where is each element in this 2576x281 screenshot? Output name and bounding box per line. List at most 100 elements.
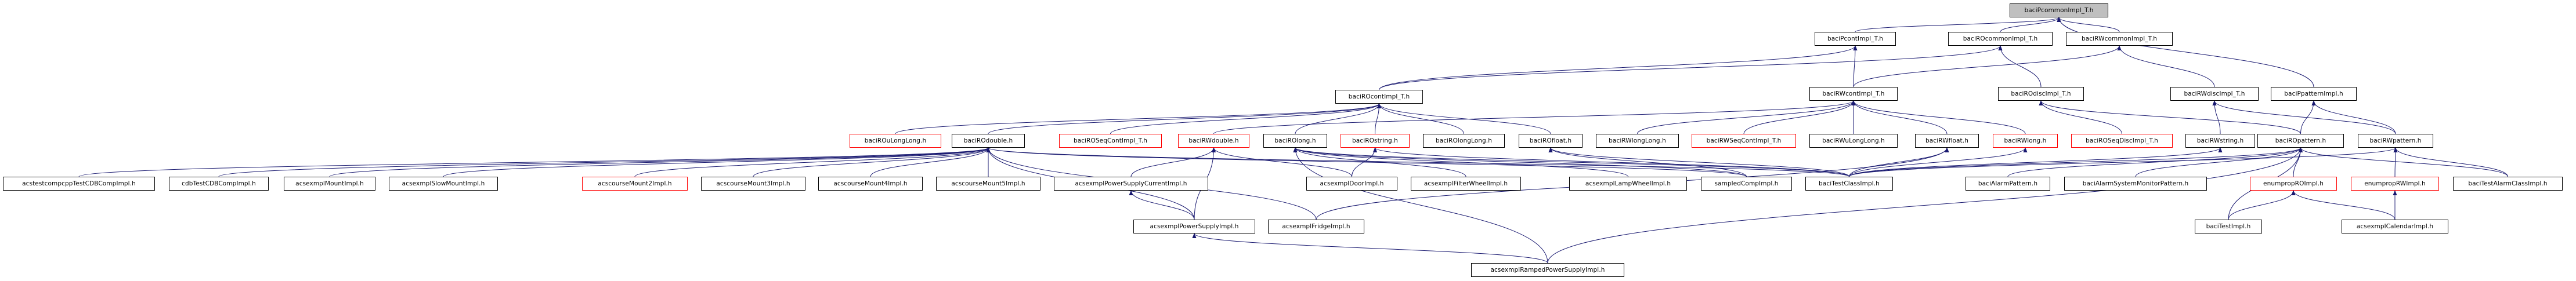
- node-acsexmplCalendarImpl[interactable]: acsexmplCalendarImpl.h: [2342, 220, 2448, 233]
- node-baciRWstring[interactable]: baciRWstring.h: [2185, 134, 2255, 148]
- node-cdbTestCDBCompImpl[interactable]: cdbTestCDBCompImpl.h: [169, 177, 269, 191]
- node-baciAlarmPattern[interactable]: baciAlarmPattern.h: [1966, 177, 2050, 191]
- include-edge-n8-to-n3: [2117, 45, 2215, 87]
- include-edge-n49-to-n13: [1293, 147, 1548, 264]
- node-acsexmplFridgeImpl[interactable]: acsexmplFridgeImpl.h: [1268, 220, 1364, 233]
- include-edge-n3-to-n0: [2057, 17, 2120, 32]
- node-baciTestImpl[interactable]: baciTestImpl.h: [2195, 220, 2262, 233]
- node-acsexmplPowerSupplyCurrentImpl[interactable]: acsexmplPowerSupplyCurrentImpl.h: [1054, 177, 1208, 191]
- node-baciROpattern[interactable]: baciROpattern.h: [2257, 134, 2344, 148]
- include-edge-n40-to-n24: [2007, 147, 2303, 177]
- include-edge-n27-to-n10: [218, 147, 991, 177]
- node-baciRWSeqContImpl_T[interactable]: baciRWSeqContImpl_T.h: [1692, 134, 1796, 148]
- node-acscourseMount2Impl[interactable]: acscourseMount2Impl.h: [582, 177, 688, 191]
- include-edge-n20-to-n6: [1851, 100, 1948, 134]
- node-acsexmplMountImpl[interactable]: acsexmplMountImpl.h: [284, 177, 375, 191]
- include-edge-n47-to-n42: [2228, 190, 2296, 220]
- node-acsexmplLampWheelImpl[interactable]: acsexmplLampWheelImpl.h: [1569, 177, 1687, 191]
- node-baciRWdiscImpl_T[interactable]: baciRWdiscImpl_T.h: [2170, 87, 2259, 101]
- include-edge-n14-to-n5: [1375, 103, 1382, 134]
- node-sampledCompImpl[interactable]: sampledCompImpl.h: [1701, 177, 1792, 191]
- node-baciROlong[interactable]: baciROlong.h: [1263, 134, 1327, 148]
- node-baciROuLongLong[interactable]: baciROuLongLong.h: [850, 134, 941, 148]
- node-baciROstring[interactable]: baciROstring.h: [1341, 134, 1410, 148]
- include-edge-n12-to-n6: [1213, 100, 1856, 134]
- node-acscourseMount5Impl[interactable]: acscourseMount5Impl.h: [936, 177, 1040, 191]
- include-edge-n35-to-n12: [1211, 147, 1352, 177]
- node-acsexmplFilterWheelImpl[interactable]: acsexmplFilterWheelImpl.h: [1411, 177, 1521, 191]
- node-baciPcommonImpl_T: baciPcommonImpl_T.h: [2010, 3, 2108, 17]
- include-edge-n38-to-n16: [1548, 147, 1747, 177]
- node-baciRWfloat[interactable]: baciRWfloat.h: [1915, 134, 1979, 148]
- include-edge-n44-to-n24: [2299, 147, 2508, 177]
- include-edge-n23-to-n8: [2212, 100, 2221, 134]
- node-baciAlarmSystemMonitorPattern[interactable]: baciAlarmSystemMonitorPattern.h: [2064, 177, 2207, 191]
- include-edge-n21-to-n6: [1851, 100, 2026, 134]
- node-baciROdouble[interactable]: baciROdouble.h: [952, 134, 1025, 148]
- include-edge-n39-to-n10: [986, 147, 1849, 177]
- node-baciROSeqContImpl_T[interactable]: baciROSeqContImpl_T.h: [1059, 134, 1162, 148]
- include-edge-n29-to-n10: [443, 147, 991, 177]
- node-baciRWlongLong[interactable]: baciRWlongLong.h: [1596, 134, 1679, 148]
- include-edge-n49-to-n45: [1192, 233, 1548, 264]
- include-edge-n30-to-n10: [634, 147, 991, 177]
- include-edge-n16-to-n5: [1376, 103, 1551, 134]
- node-baciROlongLong[interactable]: baciROlongLong.h: [1423, 134, 1505, 148]
- node-baciTestClassImpl[interactable]: baciTestClassImpl.h: [1805, 177, 1893, 191]
- include-edge-n31-to-n10: [753, 147, 991, 177]
- node-baciTestAlarmClassImpl[interactable]: baciTestAlarmClassImpl.h: [2453, 177, 2563, 191]
- node-baciROSeqDiscImpl_T[interactable]: baciROSeqDiscImpl_T.h: [2071, 134, 2173, 148]
- include-edge-n39-to-n13: [1293, 147, 1849, 177]
- include-edge-n45-to-n34: [1129, 190, 1195, 220]
- include-edge-n6-to-n3: [1853, 45, 2122, 87]
- include-edge-n26-to-n10: [78, 147, 991, 177]
- include-edge-n1-to-n0: [1855, 17, 2061, 32]
- node-acsexmplDoorImpl[interactable]: acsexmplDoorImpl.h: [1306, 177, 1397, 191]
- node-baciRWlong[interactable]: baciRWlong.h: [1993, 134, 2058, 148]
- node-acsexmplPowerSupplyImpl[interactable]: acsexmplPowerSupplyImpl.h: [1133, 220, 1255, 233]
- node-acscourseMount4Impl[interactable]: acscourseMount4Impl.h: [818, 177, 923, 191]
- node-acstestcompcppTestCDBCompImpl[interactable]: acstestcompcppTestCDBCompImpl.h: [3, 177, 155, 191]
- node-baciPcontImpl_T[interactable]: baciPcontImpl_T.h: [1815, 32, 1896, 46]
- node-acsexmplRampedPowerSupplyImpl[interactable]: acsexmplRampedPowerSupplyImpl.h: [1471, 263, 1624, 277]
- node-baciROcommonImpl_T[interactable]: baciROcommonImpl_T.h: [1948, 32, 2053, 46]
- include-edge-n28-to-n10: [329, 147, 991, 177]
- include-edge-n44-to-n25: [2393, 147, 2508, 177]
- node-acsexmplSlowMountImpl[interactable]: acsexmplSlowMountImpl.h: [389, 177, 498, 191]
- include-edge-n9-to-n5: [895, 103, 1381, 134]
- include-edge-n25-to-n4: [2311, 100, 2396, 134]
- node-baciRWcommonImpl_T[interactable]: baciRWcommonImpl_T.h: [2066, 32, 2173, 46]
- include-edge-n6-to-n1: [1853, 45, 1858, 87]
- include-edge-n39-to-n25: [1849, 147, 2398, 177]
- include-edge-n38-to-n10: [986, 147, 1747, 177]
- include-edge-n5-to-n2: [1379, 45, 2003, 90]
- include-edge-n4-to-n0: [2057, 17, 2314, 87]
- node-baciRWdouble[interactable]: baciRWdouble.h: [1178, 134, 1249, 148]
- node-enumpropRWImpl[interactable]: enumpropRWImpl.h: [2351, 177, 2439, 191]
- node-baciROfloat[interactable]: baciROfloat.h: [1519, 134, 1583, 148]
- include-edge-n5-to-n1: [1379, 45, 1858, 90]
- node-enumpropROImpl[interactable]: enumpropROImpl.h: [2250, 177, 2337, 191]
- node-baciRWpattern[interactable]: baciRWpattern.h: [2358, 134, 2433, 148]
- node-baciPpatternImpl[interactable]: baciPpatternImpl.h: [2271, 87, 2357, 101]
- include-edge-n22-to-n7: [2039, 100, 2122, 134]
- node-acscourseMount3Impl[interactable]: acscourseMount3Impl.h: [701, 177, 805, 191]
- include-edge-n24-to-n7: [2039, 100, 2301, 134]
- include-edge-n7-to-n2: [1998, 45, 2042, 87]
- include-edge-n39-to-n16: [1548, 147, 1849, 177]
- include-edge-n34-to-n12: [1130, 147, 1216, 177]
- include-edge-n38-to-n13: [1293, 147, 1747, 177]
- include-edge-n41-to-n24: [2135, 147, 2303, 177]
- include-edge-n49-to-n24: [1547, 147, 2303, 264]
- node-baciRWcontImpl_T[interactable]: baciRWcontImpl_T.h: [1809, 87, 1898, 101]
- node-baciROcontImpl_T[interactable]: baciROcontImpl_T.h: [1335, 90, 1423, 104]
- include-edge-n39-to-n23: [1849, 147, 2223, 177]
- include-edge-n17-to-n6: [1637, 100, 1856, 134]
- include-edge-n11-to-n5: [1110, 103, 1381, 134]
- node-baciROdiscImpl_T[interactable]: baciROdiscImpl_T.h: [1998, 87, 2084, 101]
- include-edge-n10-to-n5: [988, 103, 1381, 134]
- include-edge-n25-to-n8: [2212, 100, 2396, 134]
- node-baciRWuLongLong[interactable]: baciRWuLongLong.h: [1809, 134, 1898, 148]
